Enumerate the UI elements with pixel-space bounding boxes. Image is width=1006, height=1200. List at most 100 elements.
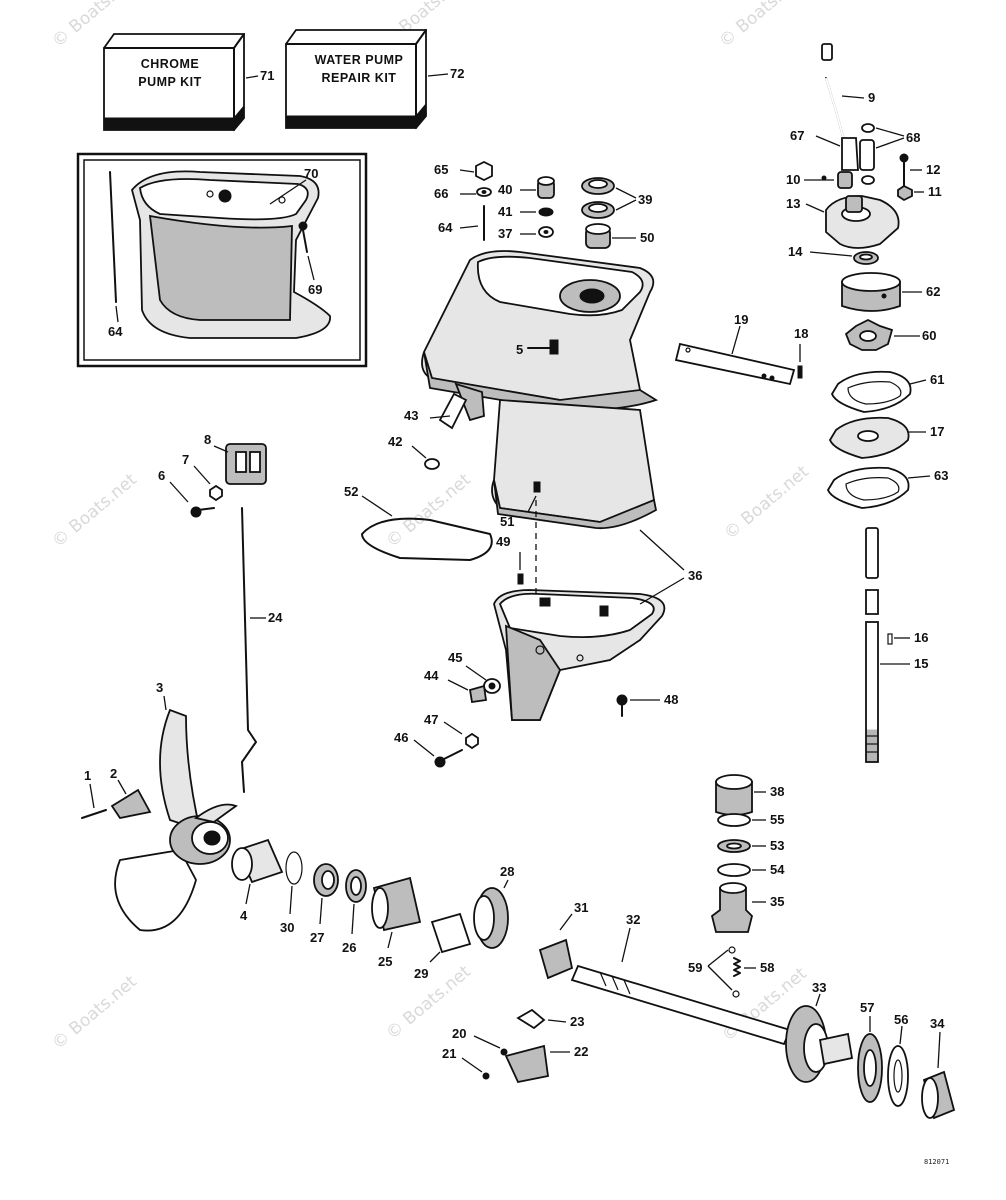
gear-case: 49 [493, 500, 666, 721]
callout-5: 5 [516, 342, 523, 357]
inset-box: 69 70 64 [76, 152, 368, 368]
callout-50: 50 [640, 230, 654, 245]
top-small-parts: 65 66 64 40 41 37 39 50 [434, 160, 654, 249]
callout-29: 29 [414, 966, 428, 981]
callout-67: 67 [790, 128, 804, 143]
callout-38: 38 [770, 784, 784, 799]
forward-gear-parts: 33 57 56 34 [785, 980, 956, 1120]
callout-24: 24 [268, 610, 283, 625]
callout-42: 42 [388, 434, 402, 449]
callout-72: 72 [450, 66, 464, 81]
callout-17: 17 [930, 424, 944, 439]
callout-58: 58 [760, 960, 774, 975]
callout-59: 59 [688, 960, 702, 975]
callout-69: 69 [308, 282, 322, 297]
watermark: © Boats.net [720, 462, 813, 544]
callout-14: 14 [788, 244, 803, 259]
callout-19: 19 [734, 312, 748, 327]
callout-70: 70 [304, 166, 318, 181]
callout-28: 28 [500, 864, 514, 879]
drive-shaft-housing: 5 51 [421, 250, 659, 530]
callout-6: 6 [158, 468, 165, 483]
callout-10: 10 [786, 172, 800, 187]
callout-57: 57 [860, 1000, 874, 1015]
callout-49: 49 [496, 534, 510, 549]
callout-63: 63 [934, 468, 948, 483]
prop-nut-parts: 1 2 [81, 766, 152, 820]
callout-54: 54 [770, 862, 785, 877]
callout-53: 53 [770, 838, 784, 853]
callout-16: 16 [914, 630, 928, 645]
callout-23: 23 [570, 1014, 584, 1029]
chrome-pump-kit-line2: PUMP KIT [138, 75, 202, 89]
callout-46: 46 [394, 730, 408, 745]
callout-34: 34 [930, 1016, 945, 1031]
callout-2: 2 [110, 766, 117, 781]
water-pump-kit-line2: REPAIR KIT [322, 71, 397, 85]
callout-12: 12 [926, 162, 940, 177]
callout-39: 39 [638, 192, 652, 207]
callout-15: 15 [914, 656, 928, 671]
callout-31: 31 [574, 900, 588, 915]
callout-56: 56 [894, 1012, 908, 1027]
shift-linkage: 8 7 6 24 [158, 432, 283, 793]
callout-35: 35 [770, 894, 784, 909]
watermark: © Boats.net [48, 470, 141, 552]
watermark: © Boats.net [715, 0, 808, 52]
callout-3: 3 [156, 680, 163, 695]
drawing-code: 812071 [924, 1158, 949, 1166]
callout-65: 65 [434, 162, 448, 177]
callout-52: 52 [344, 484, 358, 499]
callout-11: 11 [928, 184, 942, 199]
callout-64: 64 [438, 220, 453, 235]
callout-36: 36 [688, 568, 702, 583]
callout-8: 8 [204, 432, 211, 447]
callout-25: 25 [378, 954, 392, 969]
callout-40: 40 [498, 182, 512, 197]
callout-27: 27 [310, 930, 324, 945]
callout-64-inset: 64 [108, 324, 123, 339]
water-pump-parts: 9 67 68 10 12 11 13 14 [674, 43, 948, 763]
callout-1: 1 [84, 768, 91, 783]
callout-62: 62 [926, 284, 940, 299]
callout-55: 55 [770, 812, 784, 827]
callout-33: 33 [812, 980, 826, 995]
callout-51: 51 [500, 514, 514, 529]
shift-lever: 23 22 20 21 [442, 1008, 588, 1084]
prop-shaft-components: 4 30 27 26 25 29 28 [231, 838, 514, 981]
water-pump-kit-line1: WATER PUMP [315, 53, 404, 67]
callout-20: 20 [452, 1026, 466, 1041]
callout-45: 45 [448, 650, 462, 665]
callout-26: 26 [342, 940, 356, 955]
callout-4: 4 [240, 908, 248, 923]
callout-66: 66 [434, 186, 448, 201]
watermark: © Boats.net [48, 972, 141, 1054]
water-pump-repair-kit-box: WATER PUMP REPAIR KIT 72 [285, 29, 464, 130]
callout-44: 44 [424, 668, 439, 683]
callout-13: 13 [786, 196, 800, 211]
callout-48: 48 [664, 692, 678, 707]
callout-43: 43 [404, 408, 418, 423]
callout-30: 30 [280, 920, 294, 935]
gear-case-fasteners: 45 44 47 46 48 [394, 650, 678, 768]
callout-9: 9 [868, 90, 875, 105]
callout-7: 7 [182, 452, 189, 467]
watermark: © Boats.net [382, 470, 475, 552]
propeller: 3 [114, 680, 238, 932]
callout-18: 18 [794, 326, 808, 341]
callout-22: 22 [574, 1044, 588, 1059]
callout-36-group: 36 [639, 529, 702, 605]
chrome-pump-kit-box: CHROME PUMP KIT 71 [103, 33, 274, 132]
callout-60: 60 [922, 328, 936, 343]
callout-37: 37 [498, 226, 512, 241]
driveshaft-lower: 31 32 [538, 900, 792, 1046]
chrome-pump-kit-line1: CHROME [141, 57, 200, 71]
callout-71: 71 [260, 68, 274, 83]
seal-strip: 52 [344, 484, 493, 561]
callout-47: 47 [424, 712, 438, 727]
callout-68: 68 [906, 130, 920, 145]
callout-32: 32 [626, 912, 640, 927]
spring-detent: 59 58 [688, 946, 774, 998]
driveshaft-bearing-stack: 38 55 53 54 35 [710, 774, 785, 933]
